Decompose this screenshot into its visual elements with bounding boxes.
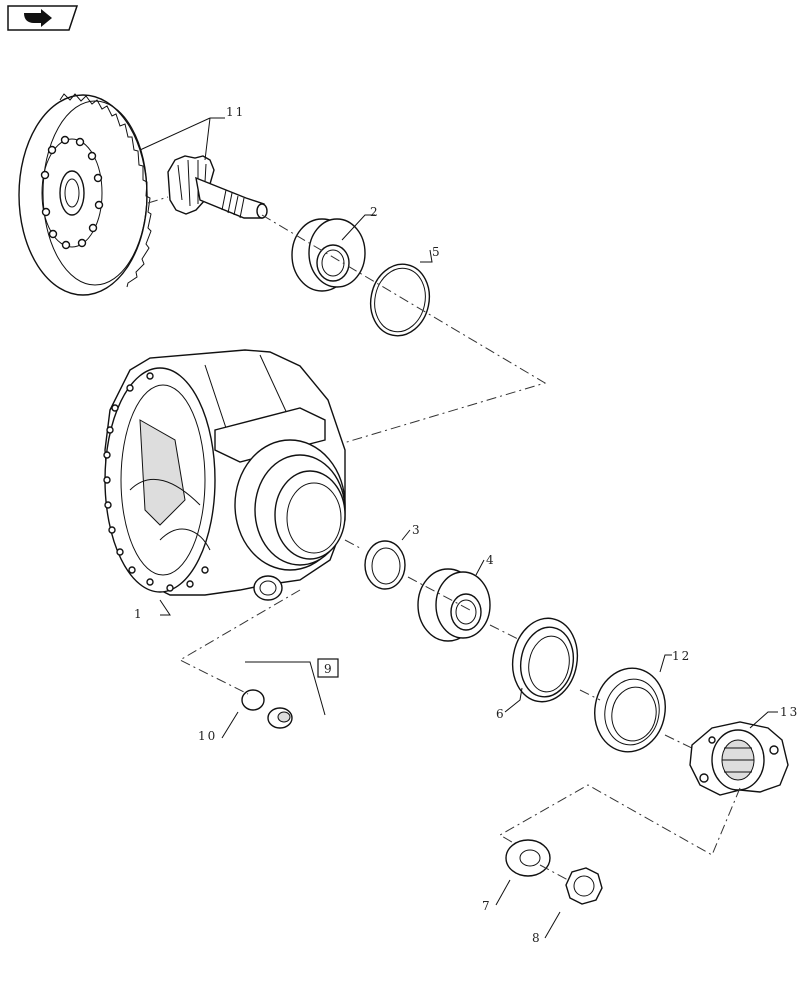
differential-housing [103, 349, 346, 601]
callout-label-6: 6 [496, 707, 506, 721]
bearing-4 [417, 568, 491, 642]
pinion-shaft [167, 155, 268, 219]
ring-gear [18, 93, 152, 296]
callout-label-1: 1 [134, 607, 144, 621]
shield-12 [594, 667, 666, 753]
nut-8 [565, 867, 603, 905]
callout-label-4: 4 [486, 553, 496, 567]
bearing-2 [291, 218, 366, 292]
callout-label-8: 8 [532, 931, 542, 945]
callout-label-11: 11 [226, 105, 245, 119]
callout-label-12: 12 [672, 649, 691, 663]
yoke-13 [689, 721, 789, 796]
seal-6 [511, 617, 579, 703]
callout-label-5: 5 [432, 245, 442, 259]
arrow-right-icon [24, 9, 52, 27]
callout-label-13: 13 [780, 705, 799, 719]
plug-10 [267, 707, 293, 729]
sealing-washer-10 [241, 689, 265, 711]
washer-7 [505, 839, 551, 877]
snap-ring-3 [364, 540, 406, 590]
callout-label-3: 3 [412, 523, 422, 537]
callout-label-10: 10 [198, 729, 217, 743]
callout-box-9 [317, 658, 339, 678]
callout-label-2: 2 [370, 205, 380, 219]
callout-label-9: 9 [324, 662, 334, 676]
navigation-button[interactable] [7, 5, 79, 31]
callout-label-7: 7 [482, 899, 492, 913]
o-ring-5 [369, 263, 431, 337]
